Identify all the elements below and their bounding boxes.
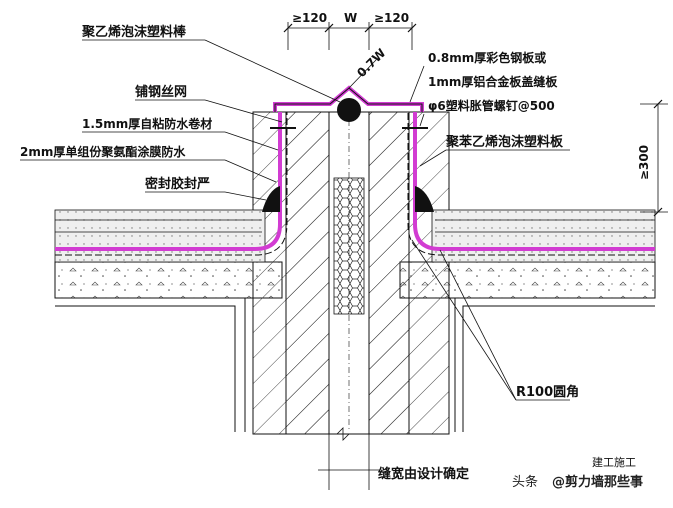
label-cover-plate-2: 1mm厚铝合金板盖缝板: [428, 74, 558, 89]
dim-height: ≥300: [637, 145, 651, 180]
top-dimensions: ≥120 W ≥120 0.7W: [283, 11, 417, 89]
label-foam-rod: 聚乙烯泡沫塑料棒: [81, 24, 187, 40]
label-polyurethane: 2mm厚单组份聚氨酯涂膜防水: [20, 144, 186, 159]
dim-middle: W: [344, 11, 357, 25]
height-dimension: ≥300: [637, 99, 668, 217]
watermark-faint: 建工施工: [592, 455, 636, 469]
label-joint-width: 缝宽由设计确定: [378, 466, 469, 482]
watermark-prefix: 头条: [512, 474, 538, 490]
right-annotations: 0.8mm厚彩色钢板或 1mm厚铝合金板盖缝板 φ6塑料胀管螺钉@500 聚苯乙…: [409, 50, 579, 401]
right-roof-layers: [407, 112, 656, 263]
watermark: 建工施工 头条 @剪力墙那些事: [512, 455, 643, 490]
label-fillet: R100圆角: [516, 384, 579, 400]
joint-gap: [328, 111, 370, 435]
label-expansion-nail: φ6塑料胀管螺钉@500: [428, 98, 555, 113]
left-upstand-wall: [252, 111, 330, 435]
foam-rod: [337, 98, 361, 122]
watermark-handle: @剪力墙那些事: [552, 474, 643, 490]
dim-diagonal: 0.7W: [354, 46, 388, 80]
bottom-dimension: 缝宽由设计确定: [318, 427, 469, 490]
label-steel-mesh: 铺钢丝网: [135, 84, 187, 100]
right-upstand-wall: [368, 111, 450, 435]
dim-right: ≥120: [374, 11, 409, 25]
left-annotations: 聚乙烯泡沫塑料棒 铺钢丝网 1.5mm厚自粘防水卷材 2mm厚单组份聚氨酯涂膜防…: [20, 24, 341, 201]
dim-left: ≥120: [292, 11, 327, 25]
label-cover-plate-1: 0.8mm厚彩色钢板或: [428, 50, 546, 65]
label-sealant: 密封胶封严: [144, 176, 210, 192]
label-self-adhesive: 1.5mm厚自粘防水卷材: [82, 116, 212, 131]
left-roof-layers: [54, 112, 288, 263]
label-polystyrene-board: 聚苯乙烯泡沫塑料板: [445, 134, 564, 150]
left-slab: [54, 261, 283, 432]
